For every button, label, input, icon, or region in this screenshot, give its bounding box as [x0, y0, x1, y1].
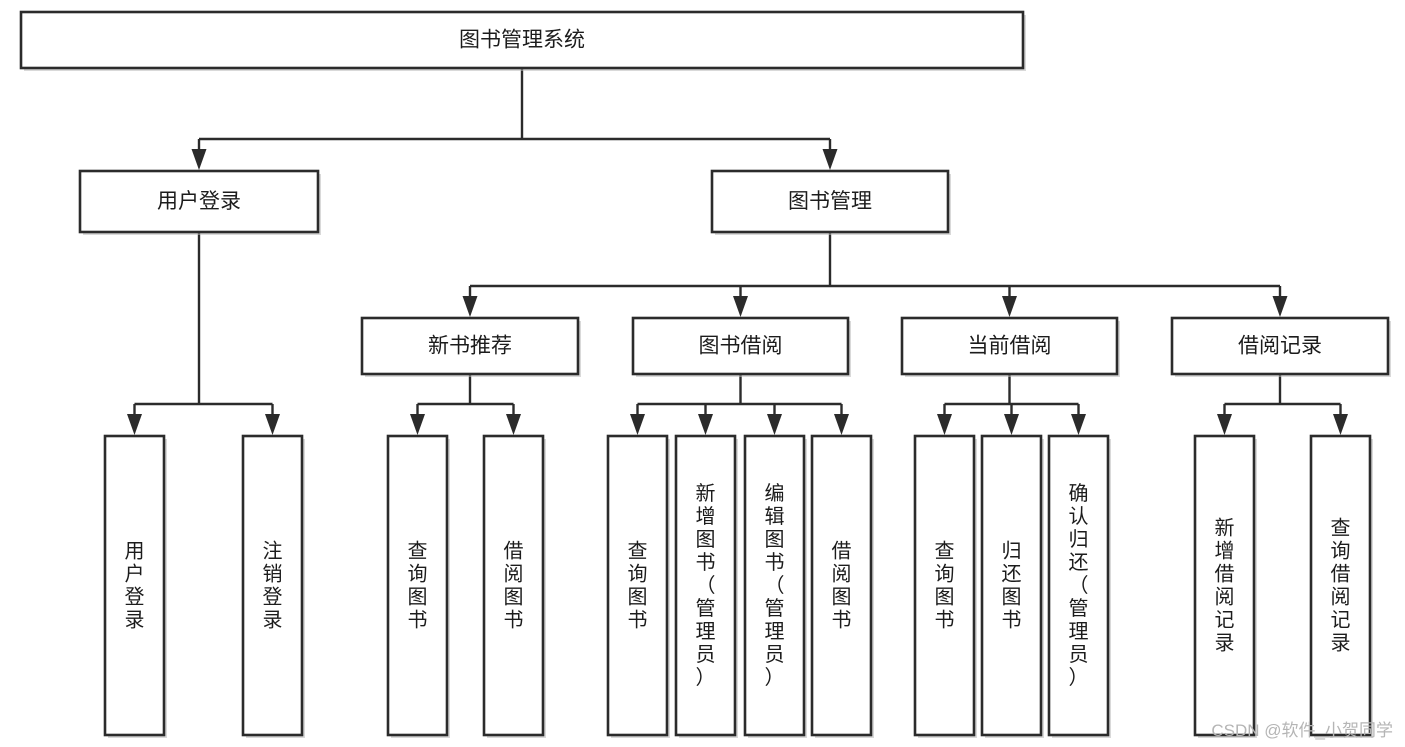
node-box[interactable] [19, 10, 1025, 70]
node-box[interactable] [606, 434, 669, 737]
node-label: 查询图书 [628, 540, 648, 632]
arrow-head-icon [822, 149, 838, 170]
node-root[interactable]: 图书管理系统 [19, 10, 1026, 71]
arrow-head-icon [265, 414, 280, 435]
node-label: 图书借阅 [699, 335, 783, 358]
node-label: 当前借阅 [968, 335, 1052, 358]
node-box[interactable] [1170, 316, 1390, 376]
node-box[interactable] [810, 434, 873, 737]
arrow-head-icon [630, 414, 645, 435]
node-label: 用户登录 [125, 541, 145, 632]
watermark-text: CSDN @软件_小贺同学 [1211, 721, 1393, 740]
arrow-head-icon [1333, 414, 1348, 435]
node-box[interactable] [631, 316, 850, 376]
node-label: 查询借阅记录 [1331, 517, 1351, 655]
node-box[interactable] [386, 434, 449, 737]
node-box[interactable] [743, 434, 806, 737]
node-l-return-book[interactable]: 归还图书 [980, 434, 1044, 738]
node-n-book-borrow[interactable]: 图书借阅 [631, 316, 851, 377]
node-label: 编辑图书（管理员） [765, 482, 785, 689]
node-label: 查询图书 [935, 540, 955, 632]
arrow-head-icon [506, 414, 521, 435]
node-l-add-record[interactable]: 新增借阅记录 [1193, 434, 1257, 738]
connector-group [1217, 374, 1348, 435]
node-box[interactable] [710, 169, 950, 234]
node-l-query-book-2[interactable]: 查询图书 [606, 434, 670, 738]
node-label: 借阅图书 [832, 540, 852, 632]
node-l-edit-book[interactable]: 编辑图书（管理员） [743, 434, 807, 738]
node-n-book-manage[interactable]: 图书管理 [710, 169, 951, 235]
node-box[interactable] [900, 316, 1119, 376]
node-l-add-book[interactable]: 新增图书（管理员） [674, 434, 738, 738]
arrow-head-icon [733, 296, 748, 317]
node-label: 图书管理系统 [459, 29, 585, 52]
node-box[interactable] [360, 316, 580, 376]
node-label: 归还图书 [1002, 540, 1022, 632]
connector-group [410, 374, 521, 435]
node-label: 新增图书（管理员） [696, 482, 716, 689]
node-label: 图书管理 [788, 190, 872, 213]
node-box[interactable] [913, 434, 976, 737]
connector-layer [127, 68, 1348, 435]
node-n-current-borrow[interactable]: 当前借阅 [900, 316, 1120, 377]
arrow-head-icon [191, 149, 207, 170]
arrow-head-icon [1002, 296, 1017, 317]
node-l-query-book-1[interactable]: 查询图书 [386, 434, 450, 738]
node-l-user-login[interactable]: 用户登录 [103, 434, 167, 738]
arrow-head-icon [1004, 414, 1019, 435]
node-l-query-record[interactable]: 查询借阅记录 [1309, 434, 1373, 738]
node-label: 用户登录 [157, 190, 241, 213]
arrow-head-icon [1272, 296, 1288, 317]
node-n-user-login[interactable]: 用户登录 [78, 169, 321, 235]
node-n-new-book-rec[interactable]: 新书推荐 [360, 316, 581, 377]
arrow-head-icon [834, 414, 849, 435]
arrow-head-icon [767, 414, 782, 435]
node-l-borrow-book-2[interactable]: 借阅图书 [810, 434, 874, 738]
connector-group [630, 374, 849, 435]
node-l-logout[interactable]: 注销登录 [241, 434, 305, 738]
node-layer: 图书管理系统用户登录图书管理新书推荐图书借阅当前借阅借阅记录用户登录注销登录查询… [19, 10, 1391, 738]
arrow-head-icon [937, 414, 952, 435]
arrow-head-icon [462, 296, 478, 317]
node-label: 新书推荐 [428, 335, 512, 358]
node-n-borrow-record[interactable]: 借阅记录 [1170, 316, 1391, 377]
node-l-borrow-book-1[interactable]: 借阅图书 [482, 434, 546, 738]
arrow-head-icon [1217, 414, 1232, 435]
node-box[interactable] [78, 169, 320, 234]
arrow-head-icon [698, 414, 713, 435]
node-box[interactable] [674, 434, 737, 737]
node-box[interactable] [241, 434, 304, 737]
node-box[interactable] [1309, 434, 1372, 737]
node-box[interactable] [1193, 434, 1256, 737]
node-label: 借阅图书 [504, 540, 524, 632]
node-label: 查询图书 [408, 540, 428, 632]
node-box[interactable] [103, 434, 166, 737]
node-box[interactable] [1047, 434, 1110, 737]
node-box[interactable] [482, 434, 545, 737]
node-label: 借阅记录 [1238, 335, 1322, 358]
connector-group [191, 68, 838, 170]
arrow-head-icon [1071, 414, 1086, 435]
node-label: 新增借阅记录 [1215, 517, 1235, 655]
node-box[interactable] [980, 434, 1043, 737]
arrow-head-icon [127, 414, 142, 435]
connector-group [937, 374, 1086, 435]
connector-group [462, 232, 1288, 317]
node-label: 注销登录 [263, 540, 283, 632]
node-label: 确认归还（管理员） [1069, 482, 1089, 689]
arrow-head-icon [410, 414, 425, 435]
node-l-confirm-return[interactable]: 确认归还（管理员） [1047, 434, 1111, 738]
node-l-query-book-3[interactable]: 查询图书 [913, 434, 977, 738]
connector-group [127, 232, 280, 435]
